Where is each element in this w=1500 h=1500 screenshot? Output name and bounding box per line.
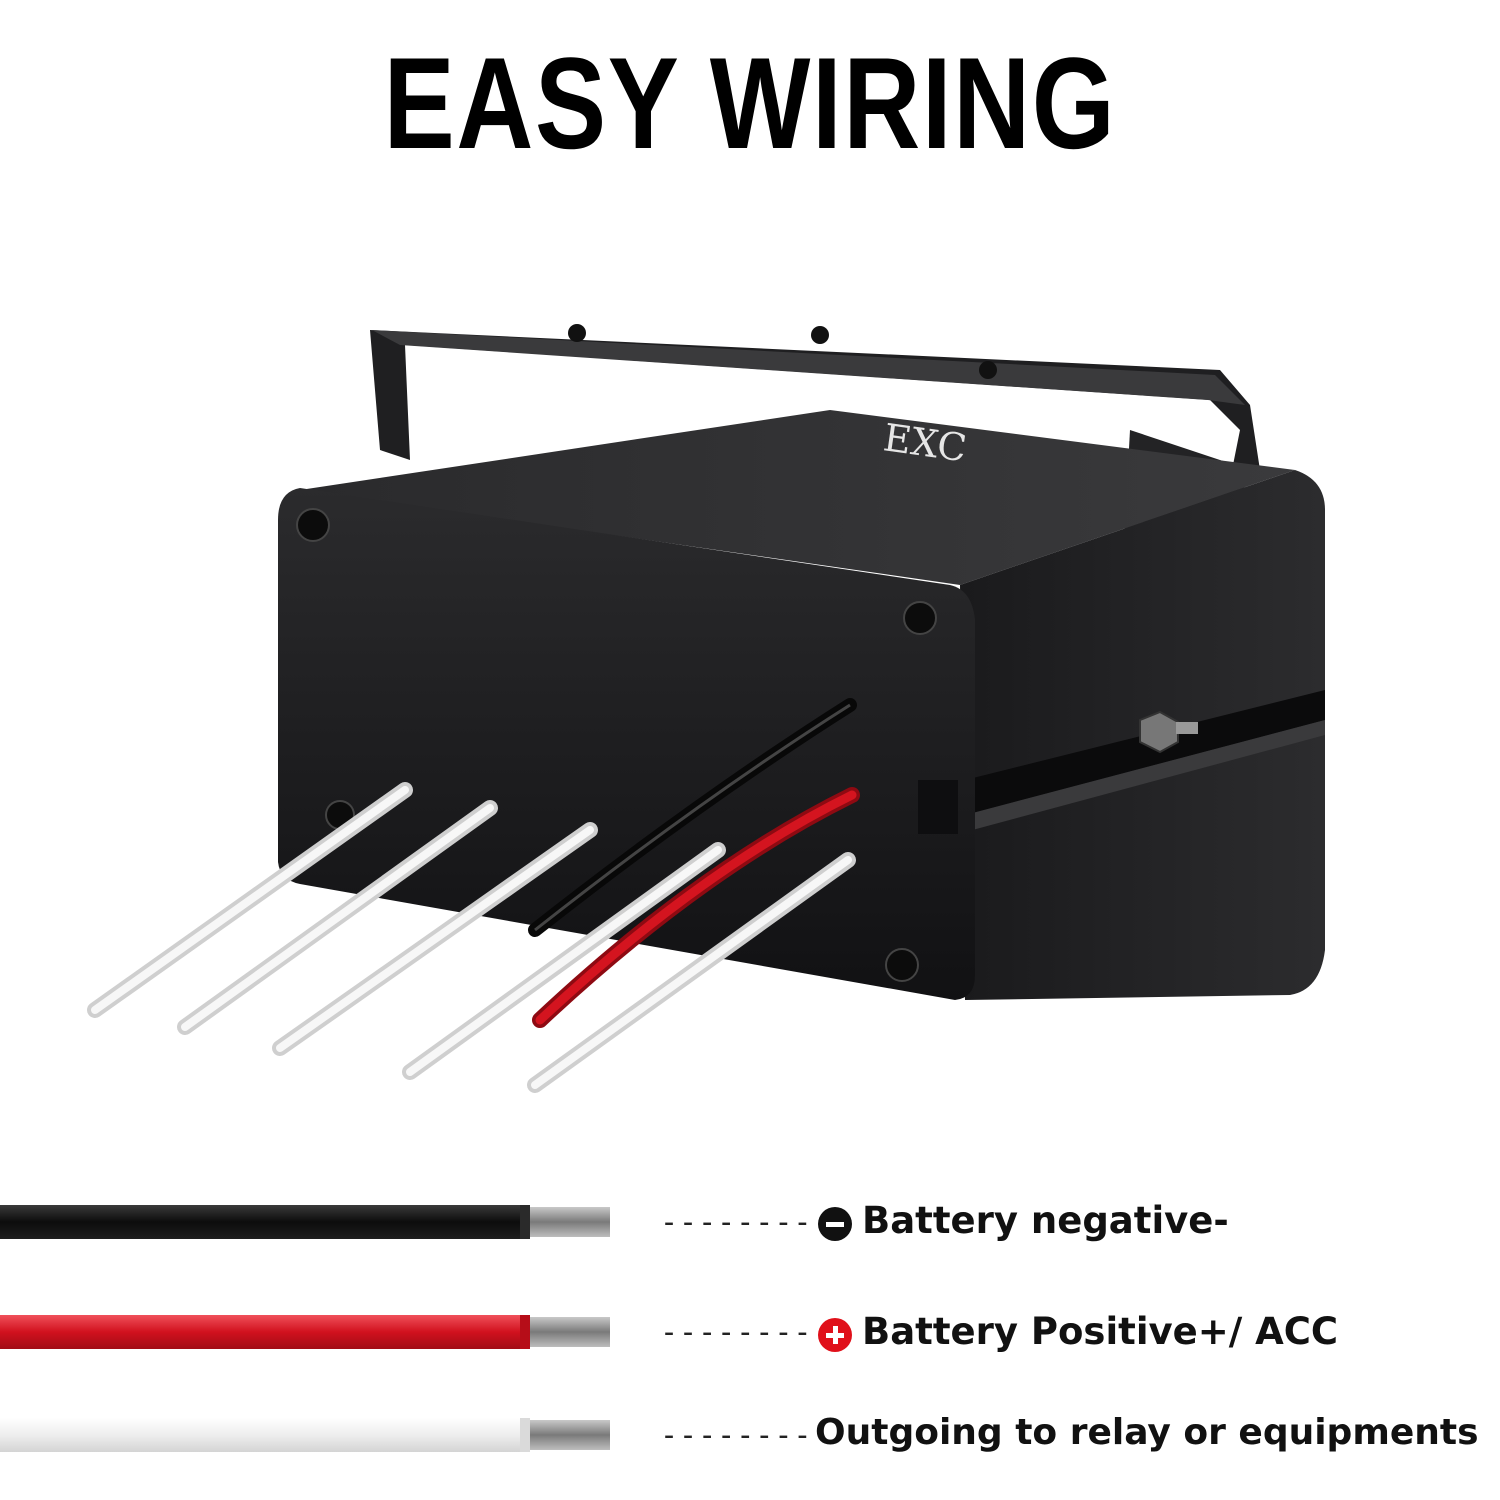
legend-dash: -------- [660, 1418, 813, 1453]
red-wire [532, 787, 860, 1028]
bracket-hole-icon [811, 326, 829, 344]
legend-cable-negative [0, 1205, 610, 1239]
screw-icon [903, 601, 937, 635]
bracket-hole-icon [979, 361, 997, 379]
legend-cable-positive [0, 1315, 610, 1349]
legend-dash: -------- [660, 1205, 813, 1240]
white-wire [402, 842, 726, 1080]
minus-circle-icon [818, 1207, 852, 1241]
legend-label-negative: Battery negative- [862, 1199, 1229, 1242]
bracket-hole-icon [568, 324, 586, 342]
relay-box: EXC [278, 410, 1325, 1000]
product-wires [87, 698, 860, 1093]
white-wire [527, 852, 856, 1093]
white-wire [177, 800, 498, 1035]
screw-icon [296, 508, 330, 542]
legend-dash: -------- [660, 1315, 813, 1350]
legend-label-positive: Battery Positive+/ ACC [862, 1310, 1339, 1353]
white-wire [87, 782, 413, 1018]
legend-cable-outgoing [0, 1418, 610, 1452]
plus-circle-icon [818, 1318, 852, 1352]
page-title: EASY WIRING [383, 30, 1117, 176]
white-wire [272, 822, 598, 1056]
nut-icon [1139, 710, 1179, 754]
legend-label-outgoing: Outgoing to relay or equipments [815, 1412, 1479, 1453]
screw-icon [885, 948, 919, 982]
black-wire [528, 698, 857, 937]
